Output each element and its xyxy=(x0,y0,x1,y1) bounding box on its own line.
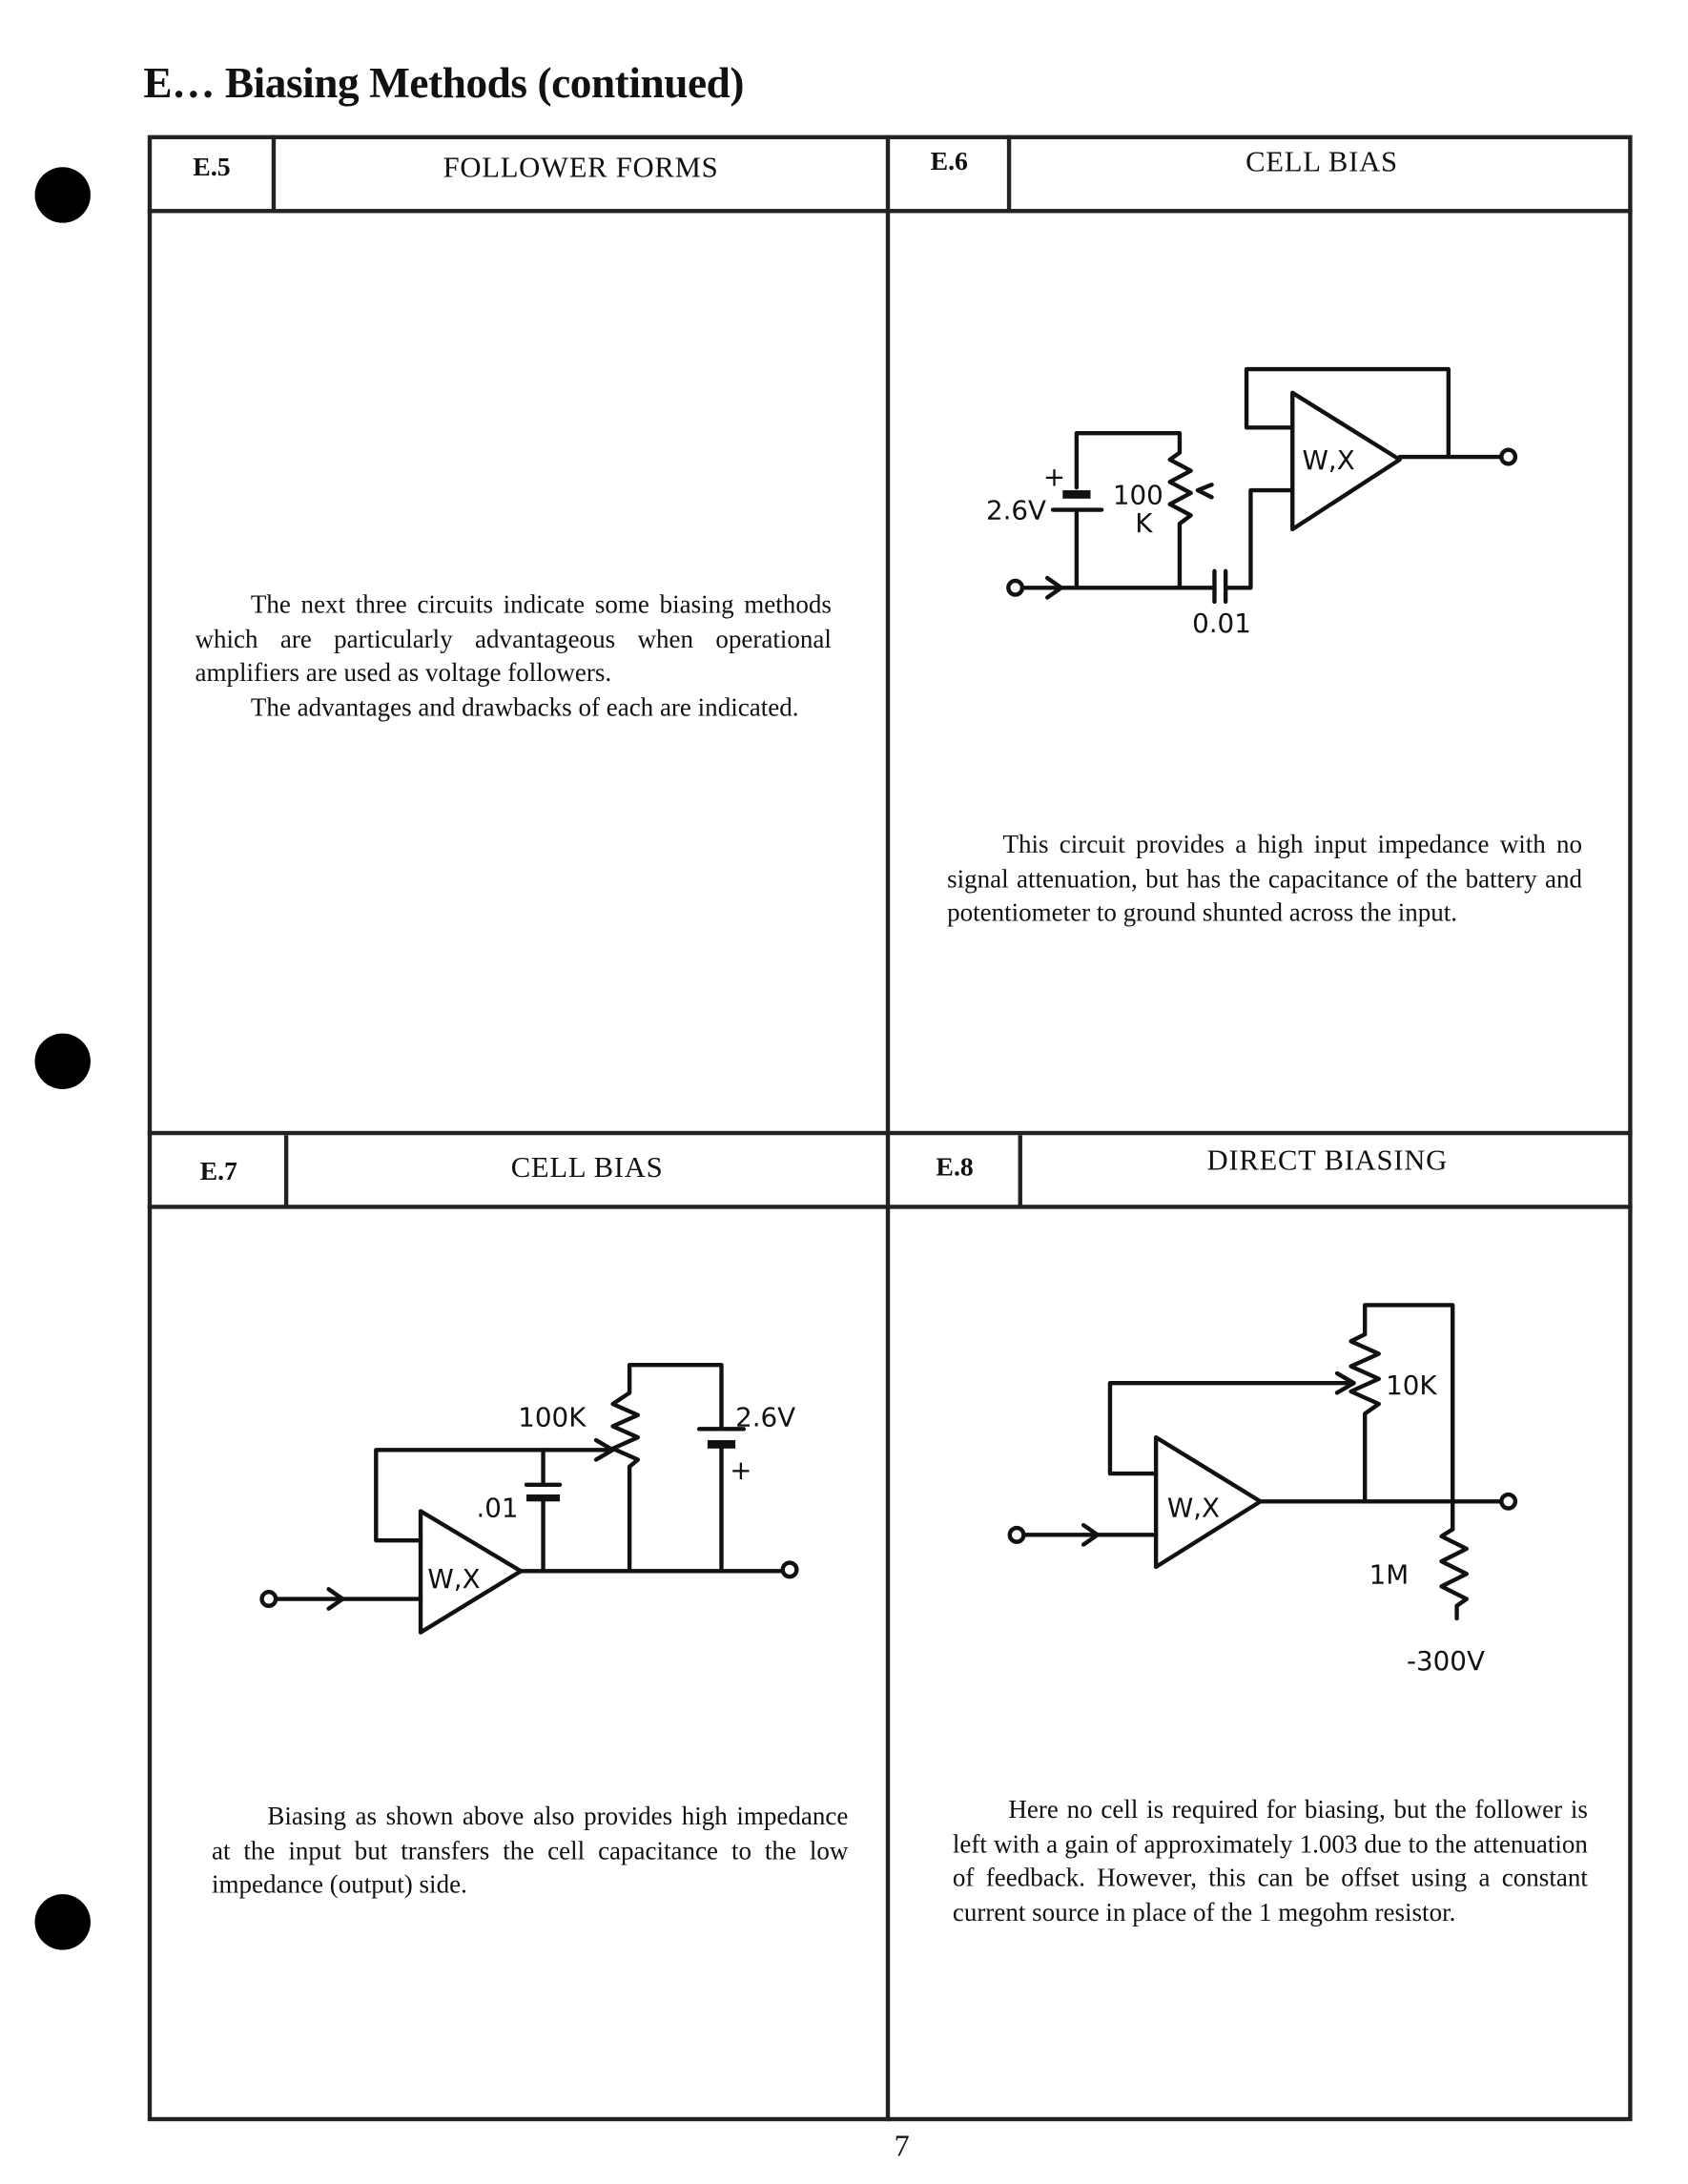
paragraph: Here no cell is required for biasing, bu… xyxy=(952,1796,1588,1928)
column-divider xyxy=(885,134,891,2122)
paragraph: The next three circuits indicate some bi… xyxy=(195,591,832,690)
header-divider xyxy=(147,209,1633,214)
page-title: E… Biasing Methods (continued) xyxy=(143,58,744,108)
section-title: FOLLOWER FORMS xyxy=(443,150,719,184)
section-number: E.5 xyxy=(193,153,231,183)
paragraph: Biasing as shown above also provides hig… xyxy=(211,1803,849,1901)
section-title: DIRECT BIASING xyxy=(1206,1143,1448,1178)
section-text: This circuit provides a high input imped… xyxy=(947,829,1582,932)
header-divider xyxy=(147,1205,1633,1209)
page-number: 7 xyxy=(894,2128,910,2164)
section-text: The next three circuits indicate some bi… xyxy=(195,589,831,727)
paragraph: This circuit provides a high input imped… xyxy=(947,831,1583,929)
paragraph: The advantages and drawbacks of each are… xyxy=(250,694,799,724)
punch-hole xyxy=(34,1894,91,1950)
section-number: E.6 xyxy=(930,147,968,177)
punch-hole xyxy=(34,1033,91,1090)
cell-divider xyxy=(283,1135,289,1208)
section-title: CELL BIAS xyxy=(510,1150,664,1185)
section-number: E.7 xyxy=(199,1157,237,1187)
cell-divider xyxy=(1006,134,1012,212)
section-text: Here no cell is required for biasing, bu… xyxy=(953,1794,1588,1931)
cell-divider xyxy=(1018,1135,1022,1208)
section-title: CELL BIAS xyxy=(1245,144,1398,178)
punch-hole xyxy=(34,167,91,223)
section-text: Biasing as shown above also provides hig… xyxy=(212,1801,848,1904)
cell-divider xyxy=(271,134,277,212)
section-number: E.8 xyxy=(936,1153,974,1183)
row-divider xyxy=(147,1130,1633,1136)
